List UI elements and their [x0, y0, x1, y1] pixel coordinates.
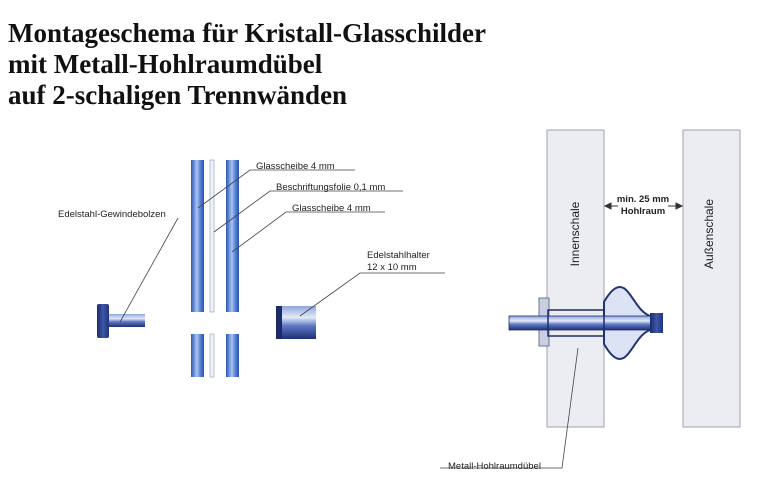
label-glass-bottom: Glasscheibe 4 mm [292, 203, 371, 214]
label-inner-shell: Innenschale [568, 201, 582, 267]
label-holder-line1: Edelstahlhalter [367, 250, 430, 261]
foil-layer-lower [209, 333, 215, 378]
gap-label: min. 25 mm Hohlraum [610, 194, 676, 218]
gap-label-line2: Hohlraum [620, 206, 666, 217]
glass-pane-left-lower [191, 334, 204, 377]
foil-layer-upper [209, 159, 215, 313]
title-line-1: Montageschema für Kristall-Glasschilder [8, 18, 486, 48]
bolt-head [97, 304, 109, 338]
title-line-3: auf 2-schaligen Trennwänden [8, 80, 348, 110]
label-foil: Beschriftungsfolie 0,1 mm [276, 182, 386, 193]
label-anchor: Metall-Hohlraumdübel [448, 461, 541, 472]
gap-label-line1: min. 25 mm [616, 194, 670, 205]
label-bolt: Edelstahl-Gewindebolzen [58, 209, 166, 220]
glass-pane-right-lower [226, 334, 239, 377]
label-outer-shell: Außenschale [702, 198, 716, 270]
glass-pane-right-upper [226, 160, 239, 312]
label-holder-line2: 12 x 10 mm [367, 262, 417, 273]
title-line-2: mit Metall-Hohlraumdübel [8, 49, 323, 79]
label-glass-top: Glasscheibe 4 mm [256, 161, 335, 172]
steel-holder [276, 306, 316, 339]
gap-dimension [603, 202, 684, 210]
diagram-title: Montageschema für Kristall-Glasschilder … [8, 18, 486, 111]
glass-pane-left-upper [191, 160, 204, 312]
hollow-wall-anchor [508, 286, 663, 360]
leader-lines-left [119, 169, 445, 323]
anchor-leader-line [440, 347, 579, 469]
inner-shell-wall [546, 129, 605, 428]
outer-shell-wall [682, 129, 741, 428]
steel-holder-face [276, 306, 282, 339]
bolt-shaft [109, 314, 145, 327]
